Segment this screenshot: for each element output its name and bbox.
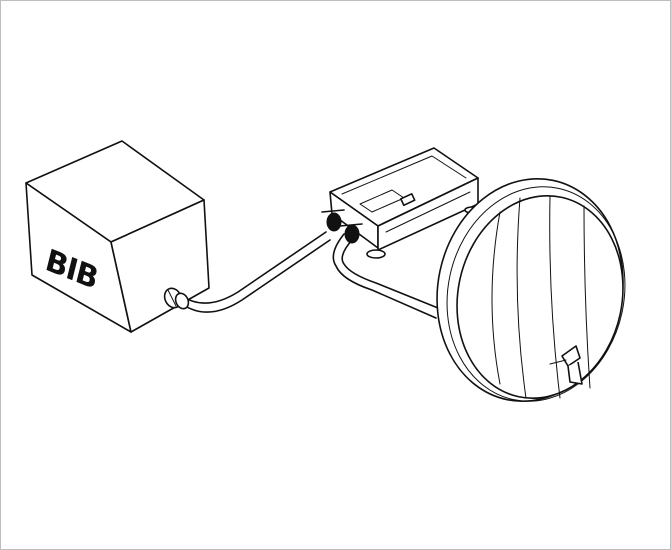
barrel-head — [456, 194, 624, 400]
pump-outlet-fitting — [344, 224, 360, 244]
barrel-tap — [549, 345, 583, 385]
pump-switch — [400, 193, 416, 207]
pump-foot — [366, 249, 386, 259]
bib-outlet-connector — [163, 287, 190, 310]
wine-barrel — [436, 177, 626, 403]
bag-in-box: BIB — [25, 140, 210, 333]
hose-pump-to-barrel — [332, 233, 439, 319]
pump-inlet-fitting — [326, 212, 342, 232]
